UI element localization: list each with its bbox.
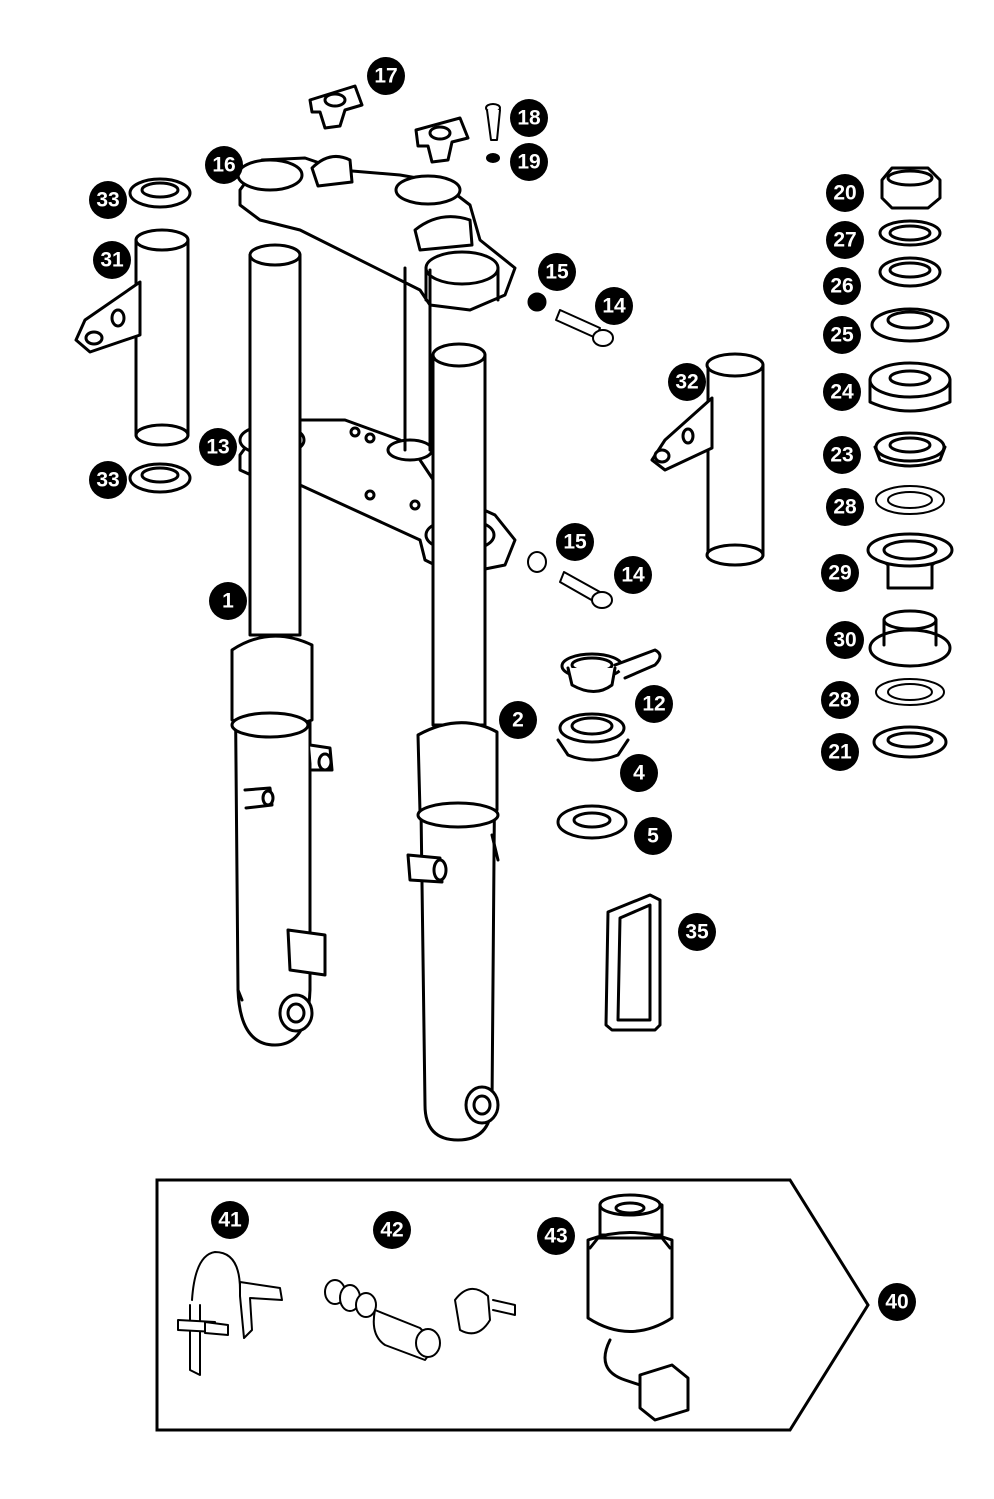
callout-33-lower: 33	[89, 461, 127, 499]
callout-label: 20	[833, 182, 856, 205]
callout-label: 26	[830, 275, 853, 298]
pinch-bolt-upper	[527, 292, 614, 347]
dust-cover-4	[556, 712, 630, 762]
callout-28-upper: 28	[826, 488, 864, 526]
callout-label: 42	[380, 1219, 403, 1242]
callout-label: 15	[563, 531, 587, 554]
bearing-cup-29	[866, 532, 954, 590]
callout-label: 41	[218, 1209, 242, 1232]
callout-19: 19	[510, 143, 548, 181]
callout-label: 35	[685, 921, 709, 944]
rubber-ring-lower	[128, 462, 192, 494]
ignition-switch	[586, 1193, 690, 1422]
upper-triple-clamp	[236, 154, 517, 312]
callout-35: 35	[678, 913, 716, 951]
callout-label: 14	[621, 564, 645, 587]
callout-18: 18	[510, 99, 548, 137]
callout-43: 43	[537, 1217, 575, 1255]
adjusting-nut	[870, 307, 950, 343]
callout-33-upper: 33	[89, 181, 127, 219]
callout-28-lower: 28	[821, 681, 859, 719]
headlight-bracket-right	[650, 352, 765, 567]
ball-bearing-lower	[875, 678, 945, 706]
callout-label: 27	[833, 229, 856, 252]
callout-label: 4	[633, 762, 645, 785]
spacer-24	[868, 361, 952, 413]
cable-guide	[560, 648, 662, 693]
callout-25: 25	[823, 316, 861, 354]
callout-label: 33	[96, 189, 119, 212]
callout-15-upper: 15	[538, 253, 576, 291]
callout-12: 12	[635, 685, 673, 723]
callout-16: 16	[205, 146, 243, 184]
callout-label: 33	[96, 469, 119, 492]
callout-20: 20	[826, 174, 864, 212]
fork-leg-left	[230, 243, 334, 1047]
callout-label: 13	[206, 436, 229, 459]
headlight-bracket-left	[74, 228, 190, 447]
callout-label: 29	[828, 562, 851, 585]
washer-26	[878, 256, 942, 288]
callout-label: 28	[833, 496, 857, 519]
callout-label: 25	[830, 324, 854, 347]
callout-label: 2	[512, 709, 524, 732]
washer-27	[878, 219, 942, 247]
callout-42: 42	[373, 1211, 411, 1249]
callout-41: 41	[211, 1201, 249, 1239]
lock-cylinder	[324, 1279, 516, 1361]
callout-26: 26	[823, 267, 861, 305]
callout-24: 24	[823, 373, 861, 411]
callout-label: 40	[885, 1291, 908, 1314]
callout-label: 43	[544, 1225, 567, 1248]
callout-label: 31	[100, 249, 124, 272]
callout-label: 23	[830, 444, 853, 467]
callout-32: 32	[668, 363, 706, 401]
reflector	[604, 893, 662, 1032]
callout-13: 13	[199, 428, 237, 466]
callout-31: 31	[93, 241, 131, 279]
ball-bearing-upper	[875, 485, 945, 515]
callout-label: 24	[830, 381, 854, 404]
callout-14-lower: 14	[614, 556, 652, 594]
callout-label: 14	[602, 295, 626, 318]
callout-label: 5	[647, 825, 659, 848]
callout-14-upper: 14	[595, 287, 633, 325]
clamp-bolt	[485, 103, 501, 163]
callout-1: 1	[209, 582, 247, 620]
pinch-bolt-lower	[527, 551, 613, 609]
callout-17: 17	[367, 57, 405, 95]
bearing-race-23	[873, 431, 947, 468]
callout-label: 12	[642, 693, 665, 716]
callout-label: 28	[828, 689, 852, 712]
bearing-race-21	[872, 725, 948, 759]
callout-label: 1	[222, 590, 234, 613]
callout-27: 27	[826, 221, 864, 259]
callout-30: 30	[826, 621, 864, 659]
callout-15-lower: 15	[556, 523, 594, 561]
callout-5: 5	[634, 817, 672, 855]
handlebar-clamp	[308, 84, 470, 164]
callout-label: 15	[545, 261, 569, 284]
ignition-keys	[177, 1251, 283, 1376]
rubber-ring-upper	[128, 177, 192, 209]
callout-2: 2	[499, 701, 537, 739]
callout-label: 18	[517, 107, 541, 130]
callout-label: 21	[828, 741, 852, 764]
callout-label: 17	[374, 65, 397, 88]
stem-nut	[880, 166, 942, 210]
callout-4: 4	[620, 754, 658, 792]
callout-40: 40	[878, 1283, 916, 1321]
steering-stem	[403, 266, 432, 452]
callout-label: 32	[675, 371, 698, 394]
callout-label: 16	[212, 154, 235, 177]
callout-label: 30	[833, 629, 856, 652]
callout-label: 19	[517, 151, 540, 174]
callout-21: 21	[821, 733, 859, 771]
bearing-cup-30	[868, 609, 952, 668]
fork-leg-right	[406, 342, 500, 1142]
callout-23: 23	[823, 436, 861, 474]
callout-29: 29	[821, 554, 859, 592]
seal-ring-5	[556, 804, 628, 840]
